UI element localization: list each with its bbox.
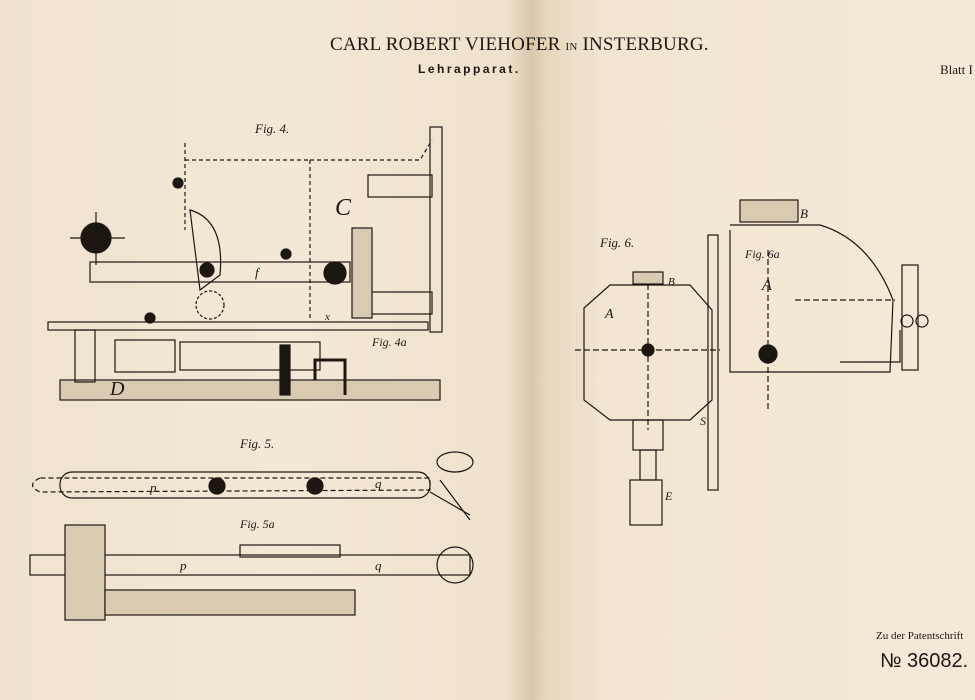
fig-4a-label: Fig. 4a — [371, 335, 407, 349]
part-f: f — [255, 265, 261, 280]
patent-title: CARL ROBERT VIEHOFER IN INSTERBURG. — [330, 34, 709, 55]
fig-6-label: Fig. 6. — [599, 235, 634, 250]
patent-number: № 36082. — [880, 650, 969, 672]
figure-6a: B Fig. 6a A — [729, 199, 929, 410]
figure-6: Fig. 6. A B E S — [575, 234, 720, 526]
part-B-6a: B — [800, 206, 808, 221]
part-E: E — [664, 489, 673, 503]
part-A-6a: A — [761, 277, 772, 294]
fig-5-label: Fig. 5. — [239, 436, 274, 451]
fig-4-label: Fig. 4. — [254, 121, 289, 136]
part-p: p — [149, 480, 157, 495]
fig-5a-label: Fig. 5a — [239, 517, 275, 531]
part-S: S — [700, 414, 706, 428]
part-p-5a: p — [179, 558, 187, 573]
sheet-label: Blatt I — [940, 62, 973, 77]
part-q-5a: q — [375, 558, 382, 573]
part-q: q — [375, 476, 382, 491]
part-D: D — [109, 378, 125, 400]
invention-title: Lehrapparat. — [418, 62, 521, 76]
fig-6a-label: Fig. 6a — [744, 247, 780, 261]
part-C: C — [335, 195, 352, 221]
part-x: x — [324, 311, 330, 323]
figure-4: Fig. 4. C D f x Fig. 4a — [47, 121, 443, 401]
figure-5: Fig. 5. p q Fig. 5a p q — [29, 436, 474, 621]
part-B-6: B — [668, 276, 675, 288]
part-A-6: A — [604, 307, 614, 322]
patent-note: Zu der Patentschrift — [876, 630, 964, 642]
